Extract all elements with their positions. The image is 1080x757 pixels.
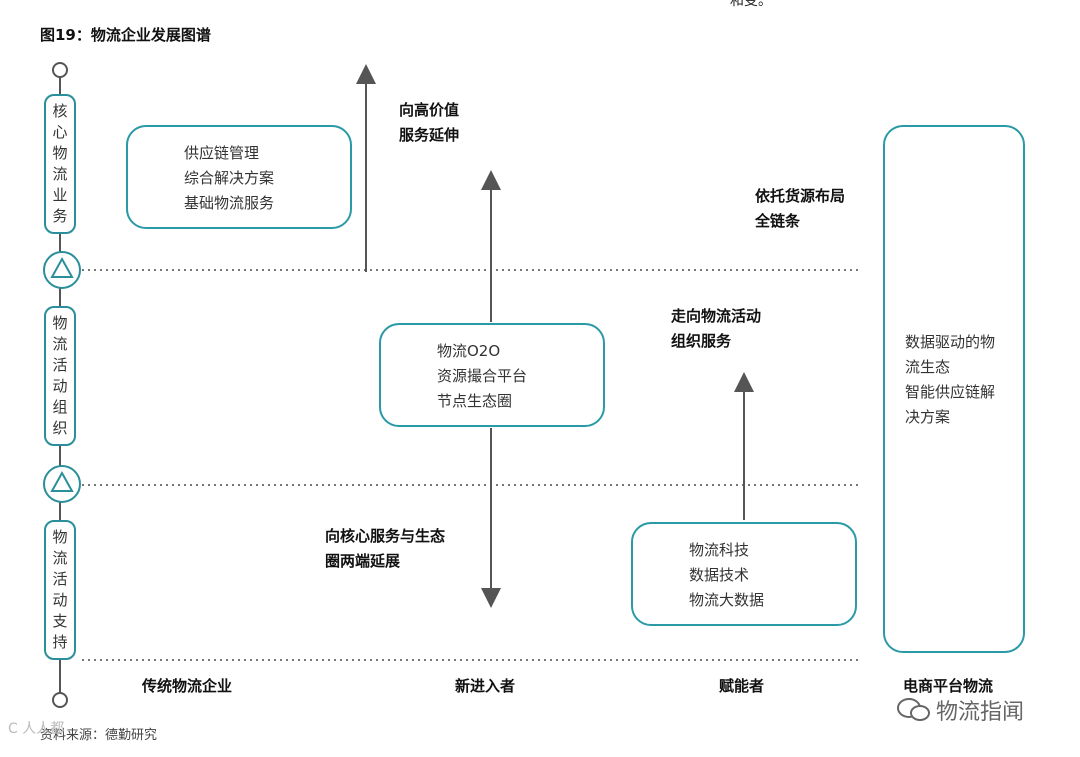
top-fragment-text: 和变。 xyxy=(730,0,772,9)
axis-bottom-circle xyxy=(52,692,68,708)
note-toward-organization: 走向物流活动组织服务 xyxy=(671,307,762,350)
note-relying-resources: 依托货源布局全链条 xyxy=(755,187,846,230)
box-newcomer-services: 物流O2O 资源撮合平台 节点生态圈 xyxy=(379,323,605,427)
box-line: 数据驱动的物 xyxy=(905,333,996,351)
triangle-node-upper xyxy=(43,251,81,289)
axis-top-circle xyxy=(52,62,68,78)
box-line: 供应链管理 xyxy=(184,144,260,162)
category-enabler: 赋能者 xyxy=(719,677,765,695)
box-traditional-services: 供应链管理 综合解决方案 基础物流服务 xyxy=(126,125,352,229)
box-line: 物流大数据 xyxy=(689,591,765,609)
figure-title: 图19：物流企业发展图谱 xyxy=(40,26,211,44)
box-line: 资源撮合平台 xyxy=(437,367,528,385)
category-ecommerce: 电商平台物流 xyxy=(903,677,994,695)
chat-bubble-icon xyxy=(897,698,930,721)
axis-segment-activity-support: 物流活动支持 xyxy=(44,520,76,660)
box-line: 综合解决方案 xyxy=(184,169,275,187)
category-traditional: 传统物流企业 xyxy=(142,677,233,695)
source-note: 资料来源：德勤研究 xyxy=(40,728,158,743)
category-newcomer: 新进入者 xyxy=(455,677,516,695)
note-two-ends: 向核心服务与生态圈两端延展 xyxy=(325,527,446,570)
box-line: 数据技术 xyxy=(689,566,750,584)
note-high-value: 向高价值服务延伸 xyxy=(399,101,460,144)
watermark-brand: 物流指闻 xyxy=(896,694,1024,726)
box-line: 智能供应链解 xyxy=(905,383,996,401)
box-enabler-services: 物流科技 数据技术 物流大数据 xyxy=(631,522,857,626)
box-line: 基础物流服务 xyxy=(184,194,275,212)
box-line: 决方案 xyxy=(905,408,951,426)
watermark-text: 物流指闻 xyxy=(936,700,1025,725)
box-line: 物流科技 xyxy=(689,541,750,559)
box-line: 物流O2O xyxy=(437,342,501,360)
axis-segment-activity-organization: 物流活动组织 xyxy=(44,306,76,446)
box-line: 节点生态圈 xyxy=(437,392,513,410)
box-line: 流生态 xyxy=(905,358,951,376)
triangle-node-lower xyxy=(43,465,81,503)
box-ecommerce-services: 数据驱动的物 流生态 智能供应链解 决方案 xyxy=(883,125,1025,653)
watermark-left: C 人人都 xyxy=(8,721,65,737)
axis-segment-core-business: 核心物流业务 xyxy=(44,94,76,234)
